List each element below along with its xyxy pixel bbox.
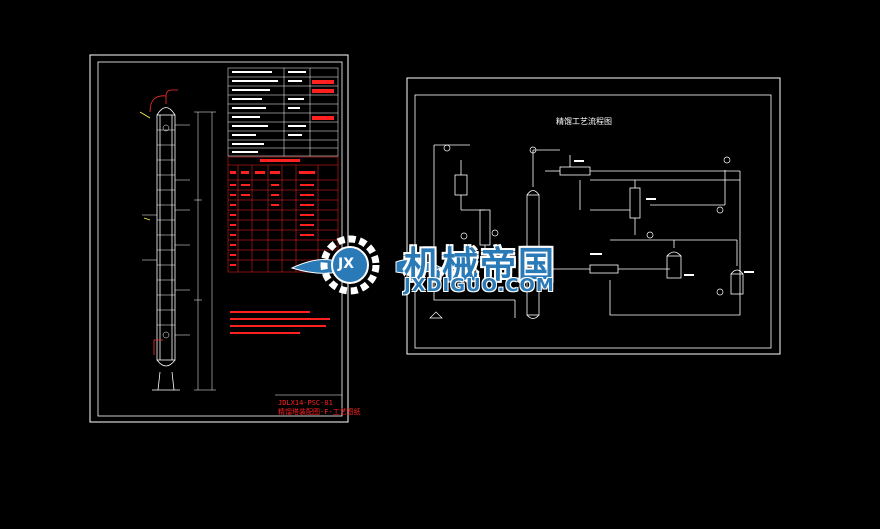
- title-block-drawing-number: JDLX14-PSC-01: [278, 399, 333, 407]
- technical-data-table-red-cells: [312, 80, 334, 120]
- column-tray-lines: [157, 129, 175, 326]
- nozzle-table-text-marks: [230, 159, 315, 266]
- technical-data-table: [227, 67, 339, 157]
- logo-wing-right: [395, 259, 444, 274]
- logo-gear-inner: [331, 246, 369, 284]
- pfd-small-labels: [455, 160, 754, 276]
- left-sheet-inner-border: [97, 61, 343, 417]
- nozzle-table: [227, 156, 339, 273]
- technical-data-table-text-marks: [232, 71, 306, 153]
- right-drawing-sheet: [406, 77, 781, 355]
- right-sheet-outer-border: [406, 77, 781, 355]
- left-sheet-outer-border: [89, 54, 349, 423]
- side-callout-arrow: [143, 217, 151, 221]
- pfd-title: 精馏工艺流程图: [556, 117, 612, 126]
- technical-notes: [230, 311, 330, 334]
- instrument-bubbles: [443, 144, 731, 296]
- left-drawing-sheet: [89, 54, 349, 423]
- top-callout-arrow: [139, 111, 151, 119]
- process-flow-lines: [433, 144, 744, 319]
- distillation-column-elevation: [149, 89, 180, 391]
- triangle-symbol: [429, 311, 443, 319]
- title-block-drawing-name: 精馏塔装配图-F-工艺图纸: [278, 408, 361, 416]
- nozzle-callouts: [142, 124, 190, 339]
- watermark-url: JXDIGUO.COM: [404, 275, 555, 296]
- watermark-logo-text: JX: [338, 256, 355, 272]
- logo-gear: [320, 235, 380, 295]
- right-sheet-inner-border: [414, 94, 772, 349]
- dimension-lines: [194, 111, 216, 391]
- watermark-name: 机械帝国: [404, 245, 557, 286]
- watermark-logo: [290, 235, 444, 295]
